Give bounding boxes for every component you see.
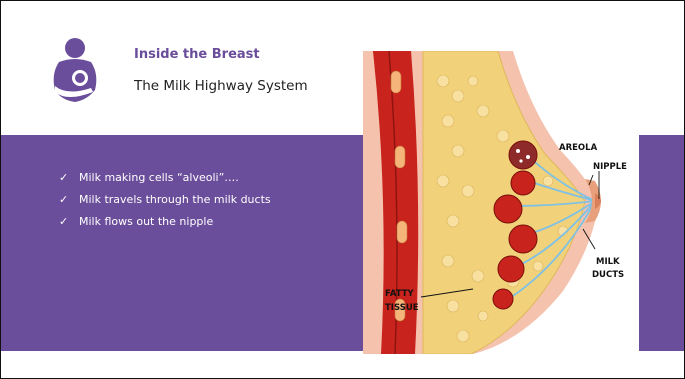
bullet-item: ✓Milk making cells “alveoli”…. bbox=[59, 167, 271, 189]
slide-subtitle: The Milk Highway System bbox=[134, 78, 308, 94]
breast-anatomy-diagram: AREOLA NIPPLE MILK DUCTS FATTY TISSUE bbox=[363, 51, 639, 354]
check-icon: ✓ bbox=[59, 189, 79, 211]
label-fatty: FATTY bbox=[385, 289, 415, 299]
bullet-item: ✓Milk travels through the milk ducts bbox=[59, 189, 271, 211]
bullet-list: ✓Milk making cells “alveoli”…. ✓Milk tra… bbox=[59, 167, 271, 233]
label-ducts: DUCTS bbox=[592, 270, 624, 280]
bullet-item: ✓Milk flows out the nipple bbox=[59, 211, 271, 233]
check-icon: ✓ bbox=[59, 167, 79, 189]
label-nipple: NIPPLE bbox=[593, 162, 627, 172]
breastfeeding-icon bbox=[47, 38, 103, 104]
label-milk: MILK bbox=[596, 257, 620, 267]
check-icon: ✓ bbox=[59, 211, 79, 233]
slide-title: Inside the Breast bbox=[134, 47, 260, 62]
label-areola: AREOLA bbox=[559, 143, 598, 153]
label-tissue: TISSUE bbox=[385, 303, 419, 313]
